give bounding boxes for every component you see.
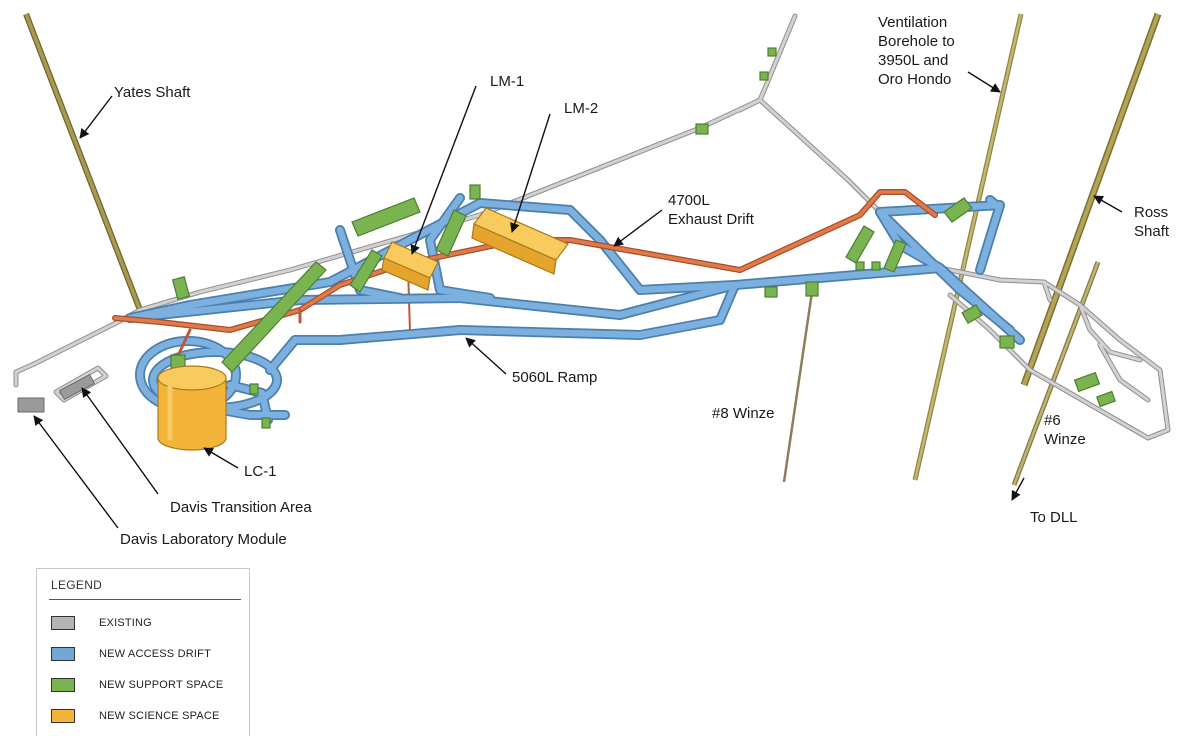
- legend-item-existing: EXISTING: [51, 615, 152, 631]
- label-lm2: LM-2: [564, 100, 598, 117]
- label-vent-line4: Oro Hondo: [878, 71, 951, 88]
- lm1-cavern: [381, 241, 439, 291]
- label-ross-line1: Ross: [1134, 204, 1168, 221]
- label-ross-line2: Shaft: [1134, 223, 1170, 240]
- label-to-dll: To DLL: [1030, 509, 1078, 526]
- label-vent-line3: 3950L and: [878, 52, 948, 69]
- label-yates-shaft: Yates Shaft: [114, 84, 191, 101]
- legend-label-support: NEW SUPPORT SPACE: [99, 679, 224, 691]
- label-winze8: #8 Winze: [712, 405, 775, 422]
- label-winze6-line1: #6: [1044, 412, 1061, 429]
- label-lc1: LC-1: [244, 463, 277, 480]
- legend: LEGEND EXISTING NEW ACCESS DRIFT NEW SUP…: [36, 568, 250, 736]
- davis-lab-block: [17, 397, 45, 413]
- winze-8: [782, 291, 814, 483]
- legend-item-access: NEW ACCESS DRIFT: [51, 646, 211, 662]
- access-drifts: [125, 193, 1025, 425]
- label-exhaust-line2: Exhaust Drift: [668, 211, 755, 228]
- labels: Yates Shaft LM-1 LM-2 4700L Exhaust Drif…: [114, 14, 1170, 548]
- science-spaces: [157, 207, 569, 451]
- existing-drifts: [13, 13, 1171, 441]
- legend-swatch-support: [51, 678, 75, 692]
- leader-lines: [33, 71, 1123, 529]
- label-ramp: 5060L Ramp: [512, 369, 597, 386]
- legend-item-support: NEW SUPPORT SPACE: [51, 677, 223, 693]
- support-cavern-long: [221, 261, 327, 373]
- label-lm1: LM-1: [490, 73, 524, 90]
- label-winze6-line2: Winze: [1044, 431, 1086, 448]
- label-davis-lab: Davis Laboratory Module: [120, 531, 287, 548]
- legend-item-science: NEW SCIENCE SPACE: [51, 708, 220, 724]
- legend-label-existing: EXISTING: [99, 617, 152, 629]
- legend-label-science: NEW SCIENCE SPACE: [99, 710, 220, 722]
- label-vent-line2: Borehole to: [878, 33, 955, 50]
- lm2-cavern: [471, 207, 569, 275]
- legend-swatch-access: [51, 647, 75, 661]
- legend-swatch-science: [51, 709, 75, 723]
- label-vent-line1: Ventilation: [878, 14, 947, 31]
- legend-swatch-existing: [51, 616, 75, 630]
- legend-title: LEGEND: [51, 578, 103, 592]
- legend-label-access: NEW ACCESS DRIFT: [99, 648, 211, 660]
- label-davis-transition: Davis Transition Area: [170, 499, 312, 516]
- label-exhaust-line1: 4700L: [668, 192, 710, 209]
- shafts: [23, 12, 1162, 486]
- lc1-cylinder: [157, 365, 227, 451]
- legend-divider: [49, 599, 241, 600]
- support-spaces: [170, 47, 1116, 429]
